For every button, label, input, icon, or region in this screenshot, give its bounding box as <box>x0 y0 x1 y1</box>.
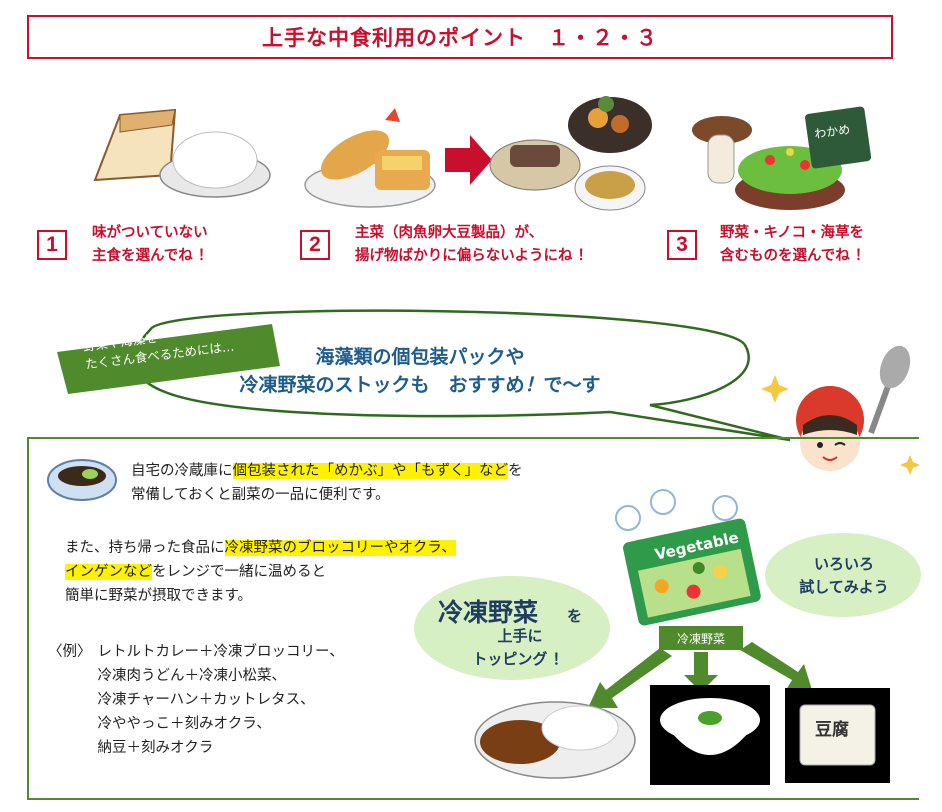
mozuku-bowl-illustration <box>47 459 117 501</box>
simmered-dish-illustration <box>568 96 652 153</box>
fried-food-illustration <box>304 108 436 208</box>
intro2-l1-a: また、持ち帰った食品に <box>65 540 225 556</box>
try-bubble-text: いろいろ 試してみよう <box>782 553 906 599</box>
intro1-l1-a: 自宅の冷蔵庫に <box>131 463 233 479</box>
green-tag-shape <box>57 324 280 394</box>
example-item: 納豆＋刻みオクラ <box>97 740 214 756</box>
rice-plate-illustration <box>159 131 271 198</box>
intro2-highlight-1: 冷凍野菜のブロッコリーやオクラ、 <box>224 540 456 556</box>
title-box: 上手な中食利用のポイント １・２・３ <box>27 15 893 59</box>
wakame-pack-illustration: わかめ <box>805 106 872 169</box>
info-panel <box>27 437 919 800</box>
point-1-number: 1 <box>37 230 67 260</box>
bread-illustration <box>93 108 177 182</box>
intro2-highlight-2: インゲンなど <box>65 564 152 580</box>
example-item: 冷ややっこ＋刻みオクラ、 <box>97 716 271 732</box>
try-bubble-shape <box>765 533 921 617</box>
banner-line2: 冷凍野菜のストックも おすすめ！で～す <box>200 371 640 399</box>
try-bubble-line1: いろいろ <box>813 555 874 573</box>
point-3-number: 3 <box>667 230 697 260</box>
point-2-line2: 揚げ物ばかりに偏らないようにね ！ <box>355 248 593 264</box>
banner-line2-a: 冷凍野菜のストックも おすすめ <box>239 374 525 396</box>
frozen-bubble-shape <box>414 576 610 680</box>
curry-illustration <box>474 701 636 779</box>
point-1-line2: 主食を選んでね ！ <box>92 248 213 264</box>
banner-line2-c: で～す <box>543 374 601 396</box>
intro1-l1-b: を <box>508 463 523 479</box>
point-1-text: 味がついていない 主食を選んでね ！ <box>92 222 212 268</box>
wakame-label: わかめ <box>813 122 851 141</box>
mushroom-illustration <box>692 116 752 184</box>
intro1-line2: 常備しておくと副菜の一品に便利です。 <box>131 487 390 503</box>
tofu-label: 豆腐 <box>815 719 849 740</box>
green-arrows-icon <box>588 642 812 708</box>
intro-paragraph-2: また、持ち帰った食品に冷凍野菜のブロッコリーやオクラ、 インゲンなどをレンジで一… <box>65 536 456 608</box>
fish-dish-illustration <box>489 139 581 191</box>
intro-paragraph-1: 自宅の冷蔵庫に個包装された「めかぶ」や「もずく」などを 常備しておくと副菜の一品… <box>131 459 523 507</box>
frozen-bubble-line2: 上手に <box>497 627 543 645</box>
intro1-line1: 自宅の冷蔵庫に個包装された「めかぶ」や「もずく」などを <box>131 459 523 483</box>
point-2-number: 2 <box>300 230 330 260</box>
red-arrow-icon <box>445 135 492 185</box>
banner-message: 海藻類の個包装パックや 冷凍野菜のストックも おすすめ！で～す <box>200 343 640 399</box>
frozen-bubble-text: 上手に トッピング ！ <box>444 625 596 671</box>
example-item: 冷凍肉うどん＋冷凍小松菜、 <box>97 668 287 684</box>
tofu-illustration: 豆腐 <box>785 688 890 783</box>
frozen-bubble-line3: トッピング ！ <box>472 650 568 668</box>
intro1-highlight: 個包装された「めかぶ」や「もずく」など <box>232 463 508 479</box>
frozen-bubble-big: 冷凍野菜 <box>438 598 539 627</box>
banner-line1: 海藻類の個包装パックや <box>315 346 525 368</box>
banner-line2-b: ！ <box>524 374 544 396</box>
page-title: 上手な中食利用のポイント １・２・３ <box>262 26 658 50</box>
try-bubble-line2: 試してみよう <box>799 578 889 596</box>
examples-prefix: 〈例〉 <box>48 644 92 660</box>
point-3-line2: 含むものを選んでね ！ <box>720 248 870 264</box>
example-item: レトルトカレー＋冷凍ブロッコリー、 <box>97 644 344 660</box>
example-item: 冷凍チャーハン＋カットレタス、 <box>97 692 315 708</box>
speech-bubble-shape <box>57 309 791 442</box>
beans-dish-illustration <box>574 165 646 211</box>
point-1-line1: 味がついていない <box>92 225 208 241</box>
examples-items: レトルトカレー＋冷凍ブロッコリー、 冷凍肉うどん＋冷凍小松菜、 冷凍チャーハン＋… <box>98 640 344 760</box>
udon-illustration <box>650 685 770 785</box>
point-3-line1: 野菜・キノコ・海草を <box>720 225 864 241</box>
frozen-bubble-wo: を <box>567 607 583 625</box>
intro2-line2: インゲンなどをレンジで一緒に温めると <box>65 560 456 584</box>
frozen-vegetable-tag: 冷凍野菜 <box>659 626 743 650</box>
intro2-line1: また、持ち帰った食品に冷凍野菜のブロッコリーやオクラ、 <box>65 536 456 560</box>
vegetable-package-illustration: Vegetable <box>623 518 761 626</box>
point-3-text: 野菜・キノコ・海草を 含むものを選んでね ！ <box>720 222 869 268</box>
food-illustrations: わかめ <box>93 96 872 211</box>
intro2-line3: 簡単に野菜が摂取できます。 <box>65 588 253 604</box>
intro2-l2-b: をレンジで一緒に温めると <box>152 564 326 580</box>
point-2-line1: 主菜（肉魚卵大豆製品）が、 <box>355 225 544 241</box>
point-2-text: 主菜（肉魚卵大豆製品）が、 揚げ物ばかりに偏らないようにね ！ <box>355 222 592 268</box>
examples-list: 〈例〉 レトルトカレー＋冷凍ブロッコリー、 冷凍肉うどん＋冷凍小松菜、 冷凍チャ… <box>48 640 344 760</box>
